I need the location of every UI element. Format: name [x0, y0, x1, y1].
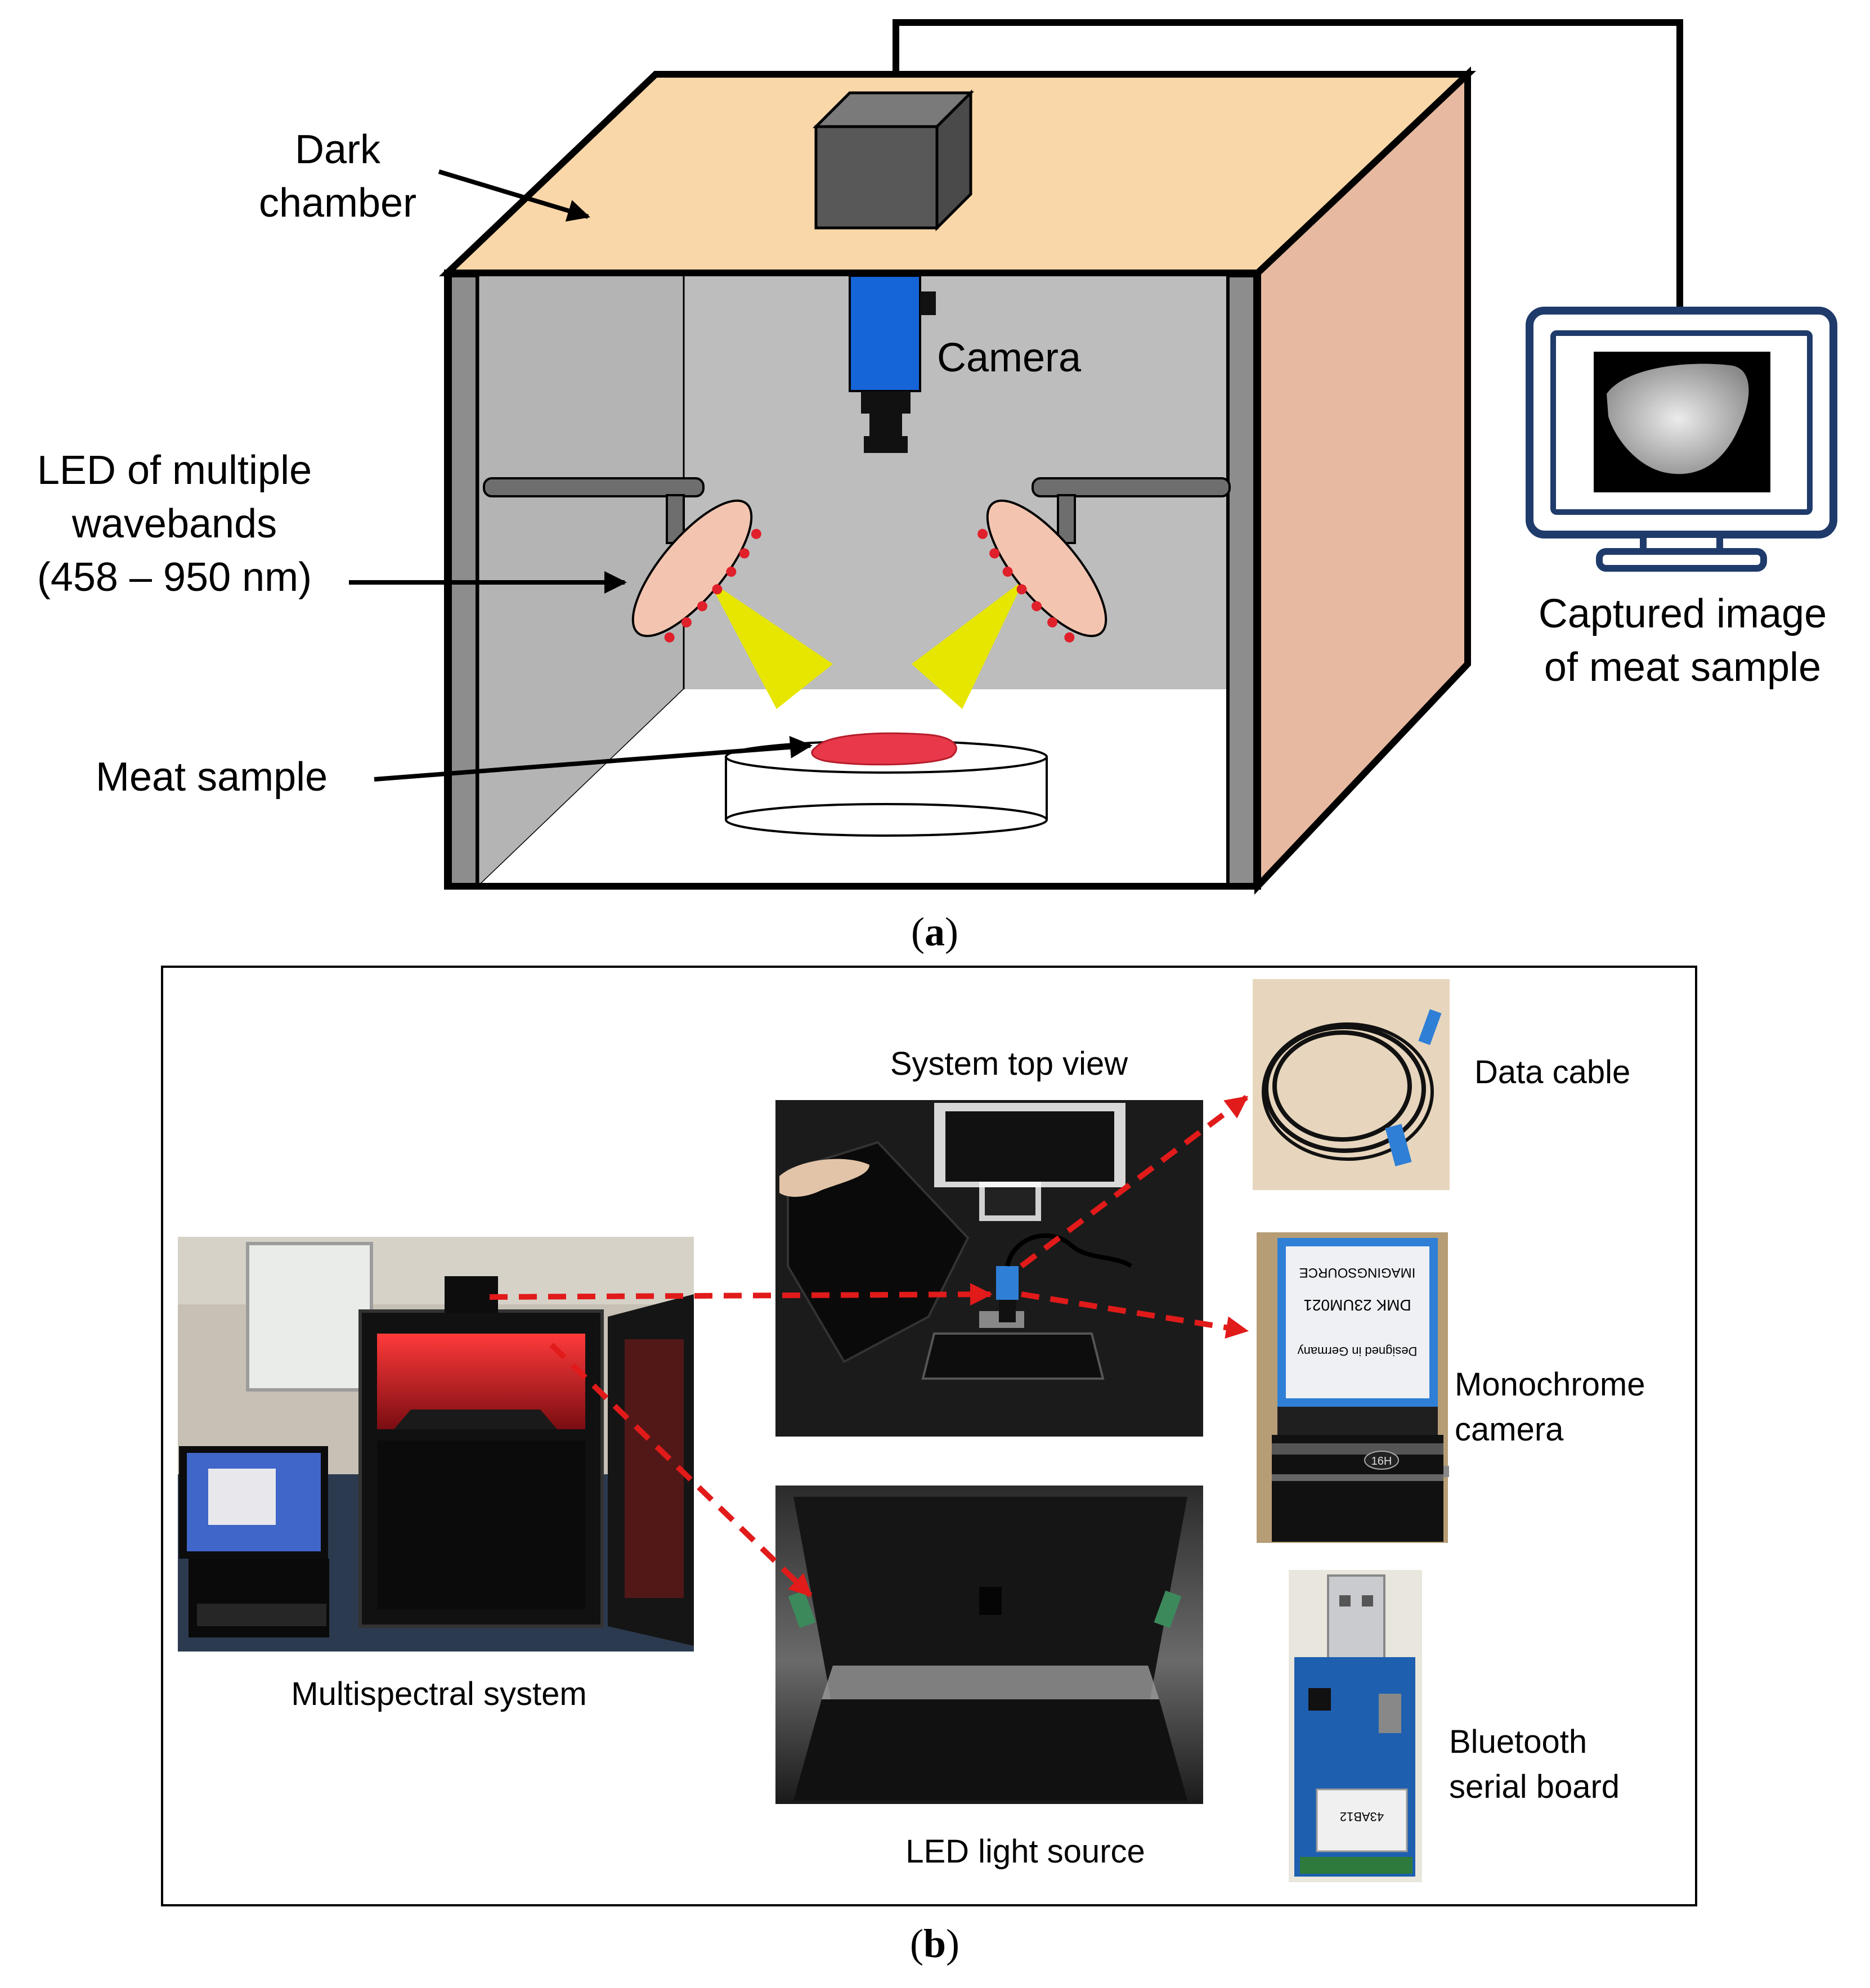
monitor-icon — [1526, 307, 1837, 572]
meat-sample-icon — [811, 732, 957, 766]
led-label-line3: (458 – 950 nm) — [37, 555, 312, 600]
bluetooth-board-label-line2: serial board — [1449, 1769, 1620, 1805]
system-top-view-label: System top view — [890, 1045, 1128, 1082]
data-cable-photo — [1253, 979, 1450, 1190]
dark-chamber-arrow — [438, 169, 590, 222]
camera-housing-front — [814, 125, 939, 230]
arrow-topview-to-cable — [1020, 1095, 1249, 1268]
meat-sample-arrow — [374, 735, 813, 782]
multispectral-system-photo — [178, 1237, 694, 1652]
monochrome-camera-photo: IMAGINGSOURCE DMK 23UM021 Designed in Ge… — [1257, 1232, 1449, 1543]
led-light-source-label: LED light source — [905, 1833, 1145, 1870]
dark-chamber-label-line2: chamber — [259, 181, 416, 226]
arrow-system-to-led — [549, 1343, 813, 1597]
led-light-source-photo — [775, 1486, 1203, 1804]
led-label-line1: LED of multiple — [37, 448, 312, 493]
board-chip-text: 43AB12 — [1340, 1810, 1384, 1824]
multispectral-system-label: Multispectral system — [291, 1676, 586, 1712]
captured-image-label-line1: Captured image — [1539, 591, 1827, 636]
bluetooth-board-label-line1: Bluetooth — [1449, 1724, 1587, 1760]
camera-origin-text: Designed in Germany — [1298, 1344, 1418, 1358]
bluetooth-board-photo: 43AB12 — [1289, 1570, 1422, 1882]
right-led-panel-icon — [977, 499, 1107, 643]
system-top-view-photo — [775, 1100, 1203, 1437]
led-label-line2: wavebands — [71, 501, 277, 546]
caption-b: (b) — [910, 1921, 959, 1966]
chamber-front-frame — [444, 270, 1261, 890]
right-light-beam — [912, 580, 1024, 709]
caption-a: (a) — [911, 909, 958, 954]
left-led-panel-icon — [631, 499, 761, 643]
arrow-system-to-topview — [489, 1283, 993, 1306]
camera-model-text: DMK 23UM021 — [1303, 1296, 1411, 1314]
captured-image-label-line2: of meat sample — [1544, 645, 1821, 690]
data-cable-label: Data cable — [1474, 1054, 1630, 1091]
left-led-arm — [483, 477, 705, 497]
panel-a-schematic: Camera — [37, 19, 1837, 954]
monochrome-camera-label-line2: camera — [1455, 1411, 1564, 1448]
camera-icon — [849, 275, 936, 453]
chamber-right-post — [1226, 274, 1257, 886]
lens-marking-text: 16H — [1371, 1455, 1392, 1468]
panel-b-photos: Multispectral system System top view — [161, 966, 1697, 1966]
camera-brand-text: IMAGINGSOURCE — [1299, 1265, 1416, 1280]
left-light-beam — [708, 580, 833, 709]
camera-label: Camera — [937, 335, 1082, 380]
arrow-topview-to-camera — [1021, 1291, 1249, 1339]
camera-data-cable — [893, 19, 1683, 315]
dark-chamber-label-line1: Dark — [295, 127, 381, 172]
monochrome-camera-label-line1: Monochrome — [1455, 1366, 1645, 1403]
right-led-arm — [1032, 477, 1231, 497]
meat-sample-label: Meat sample — [96, 755, 328, 800]
